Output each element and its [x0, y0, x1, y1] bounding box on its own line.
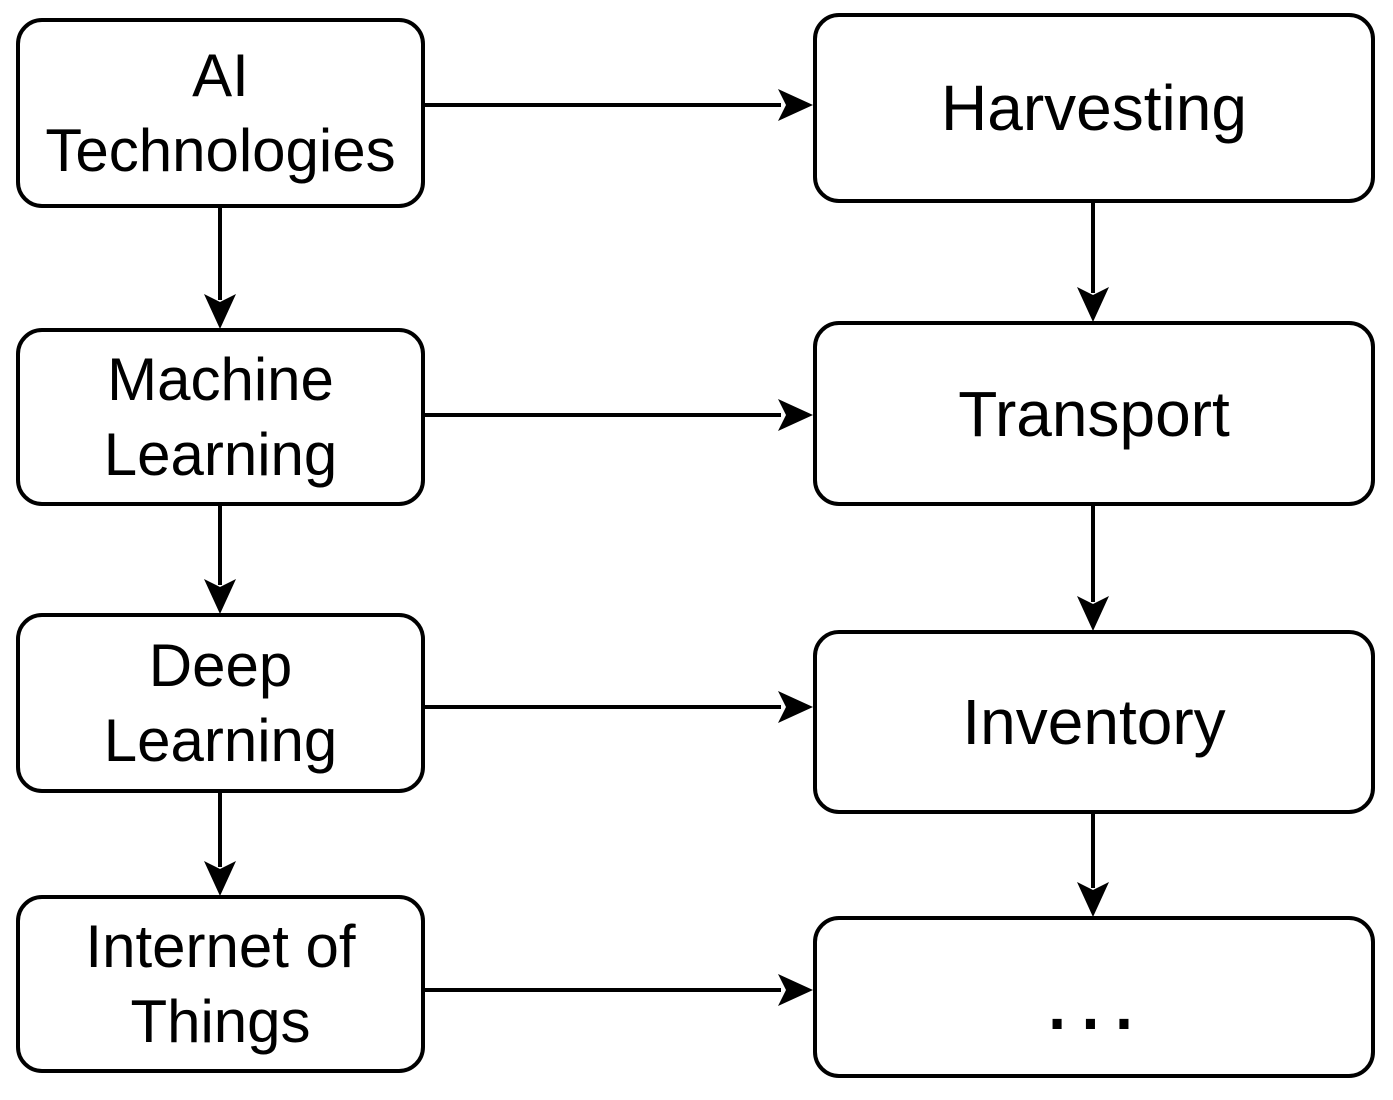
node-ellipsis: ... — [813, 916, 1375, 1078]
node-harvesting-label: Harvesting — [941, 72, 1247, 144]
edge-ai-to-harvesting-arrow — [424, 89, 813, 121]
node-deep-learning: Deep Learning — [16, 613, 425, 793]
edge-ai-to-machine-learning-arrow — [204, 208, 236, 329]
node-transport-label: Transport — [958, 377, 1230, 450]
node-ai-technologies-label: AI Technologies — [45, 42, 396, 184]
edge-inventory-to-ellipsis-arrow — [1077, 814, 1109, 917]
node-machine-learning: Machine Learning — [16, 328, 425, 506]
edge-deep-learning-to-iot-arrow — [204, 793, 236, 896]
node-transport: Transport — [813, 321, 1375, 506]
node-inventory-label: Inventory — [962, 686, 1226, 758]
edge-harvesting-to-transport-arrow — [1077, 203, 1109, 322]
node-machine-learning-label: Machine Learning — [103, 346, 338, 488]
edge-deep-learning-to-inventory-arrow — [424, 691, 813, 723]
node-deep-learning-label: Deep Learning — [103, 632, 338, 774]
node-inventory: Inventory — [813, 630, 1375, 814]
edge-machine-learning-to-deep-learning-arrow — [204, 506, 236, 614]
node-internet-of-things-label: Internet of Things — [85, 913, 356, 1055]
node-ai-technologies: AI Technologies — [16, 18, 425, 208]
edge-transport-to-inventory-arrow — [1077, 506, 1109, 631]
node-ellipsis-label: ... — [1043, 943, 1145, 1050]
edge-iot-to-ellipsis-arrow — [424, 974, 813, 1006]
node-harvesting: Harvesting — [813, 13, 1375, 203]
edge-machine-learning-to-transport-arrow — [424, 399, 813, 431]
node-internet-of-things: Internet of Things — [16, 895, 425, 1073]
